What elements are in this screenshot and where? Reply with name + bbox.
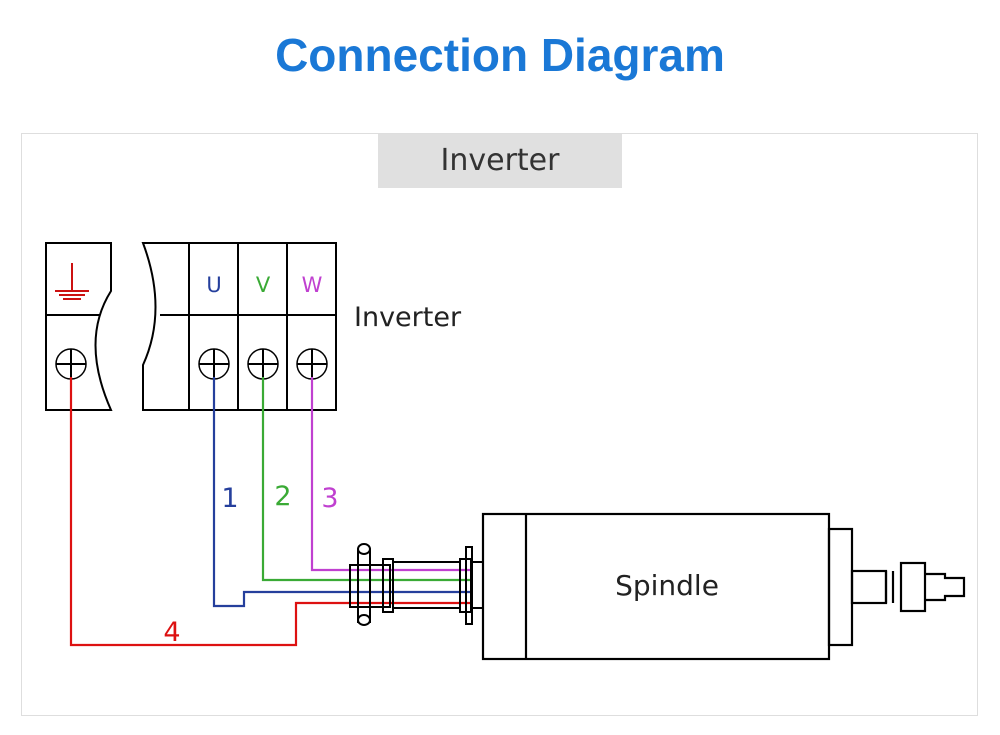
wire-number-2: 2	[274, 481, 291, 512]
spindle-label: Spindle	[615, 569, 719, 602]
diagram-frame	[21, 133, 978, 716]
ground-terminal-block	[45, 242, 113, 411]
wire-2-v	[261, 377, 470, 582]
screw-u-icon	[198, 348, 230, 380]
ground-screw-icon	[55, 348, 87, 380]
spindle-body	[481, 512, 966, 661]
screw-v-icon	[247, 348, 279, 380]
wire-number-4: 4	[163, 617, 180, 648]
wire-number-1: 1	[221, 483, 238, 514]
ground-icon	[55, 263, 89, 300]
terminal-label-u: U	[206, 273, 221, 297]
terminal-label-v: V	[256, 273, 271, 297]
cable-connector	[349, 543, 483, 626]
wire-number-3: 3	[321, 483, 338, 514]
inverter-label: Inverter	[354, 302, 462, 333]
wire-3-w	[310, 377, 470, 572]
terminal-label-w: W	[302, 273, 323, 297]
screw-w-icon	[296, 348, 328, 380]
section-label: Inverter	[378, 134, 622, 188]
wire-4-ground	[69, 377, 470, 647]
uvw-terminal-block	[141, 242, 337, 411]
wire-1-u	[212, 377, 470, 608]
page-title: Connection Diagram	[275, 29, 725, 81]
